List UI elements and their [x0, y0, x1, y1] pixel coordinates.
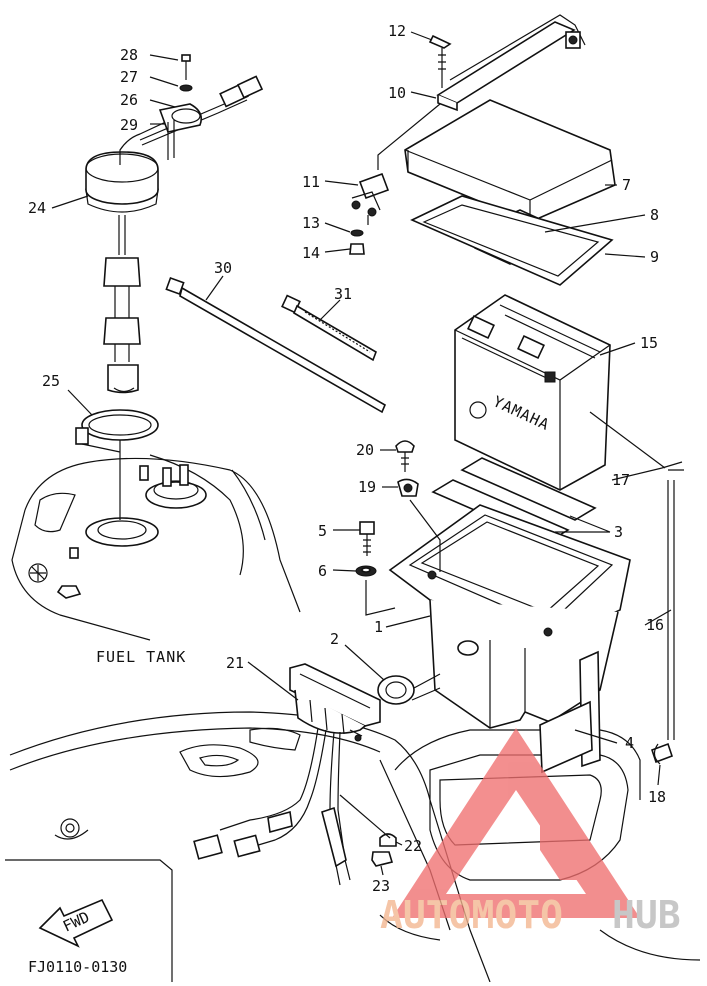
callout-1: 1 [374, 618, 383, 636]
callout-10: 10 [388, 84, 406, 102]
callout-17: 17 [612, 471, 630, 489]
callout-15: 15 [640, 334, 658, 352]
callout-19: 19 [358, 478, 376, 496]
battery: YAMAHA [454, 294, 611, 491]
callout-30: 30 [214, 259, 232, 277]
callout-14: 14 [302, 244, 320, 262]
leader-lines [51, 31, 672, 876]
callout-7: 7 [622, 176, 631, 194]
callout-22: 22 [404, 837, 422, 855]
logo-mark-icon [540, 790, 600, 880]
fuel-tank-outline [11, 454, 301, 641]
callout-18: 18 [648, 788, 666, 806]
fuse-box-harness [193, 663, 397, 886]
callout-9: 9 [650, 248, 659, 266]
watermark-text-hub: HUB [612, 893, 681, 937]
callout-8: 8 [650, 206, 659, 224]
callout-16: 16 [646, 616, 664, 634]
callout-11: 11 [302, 173, 320, 191]
callout-27: 27 [120, 68, 138, 86]
callout-29: 29 [120, 116, 138, 134]
callout-6: 6 [318, 562, 327, 580]
callout-numbers: 28 27 26 29 24 30 31 25 12 10 11 13 14 7… [28, 22, 666, 895]
fuel-tank-label: FUEL TANK [96, 648, 186, 666]
cable-ties [165, 276, 387, 414]
callout-23: 23 [372, 877, 390, 895]
reference-code: FJ0110-0130 [28, 958, 127, 976]
callout-5: 5 [318, 522, 327, 540]
callout-13: 13 [302, 214, 320, 232]
callout-20: 20 [356, 441, 374, 459]
battery-box [355, 411, 684, 774]
battery-hold-down [349, 14, 616, 286]
callout-21: 21 [226, 654, 244, 672]
watermark-logo: AUTOMOTO HUB [380, 728, 681, 937]
callout-24: 24 [28, 199, 46, 217]
logo-triangle-icon [392, 728, 640, 918]
callout-26: 26 [120, 91, 138, 109]
callout-28: 28 [120, 46, 138, 64]
fwd-arrow: FWD [38, 898, 114, 948]
callout-31: 31 [334, 285, 352, 303]
callout-2: 2 [330, 630, 339, 648]
callout-4: 4 [625, 734, 634, 752]
callout-3: 3 [614, 523, 623, 541]
fuel-sender-assembly [28, 54, 264, 599]
callout-25: 25 [42, 372, 60, 390]
callout-12: 12 [388, 22, 406, 40]
watermark-text-automoto: AUTOMOTO [380, 893, 563, 937]
